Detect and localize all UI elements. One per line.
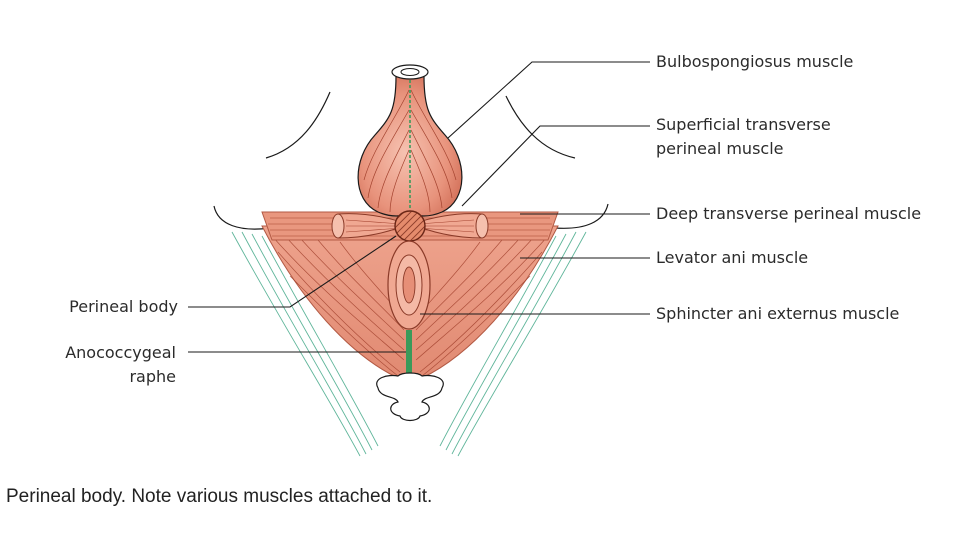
leader-superficial-transverse: [461, 125, 650, 207]
label-deep-transverse: Deep transverse perineal muscle: [656, 204, 922, 223]
leader-lines: [188, 61, 650, 353]
label-anococcygeal-line2: raphe: [129, 367, 176, 386]
label-superficial-transverse-line2: perineal muscle: [656, 139, 784, 158]
coccyx: [376, 372, 444, 422]
label-sphincter-ani: Sphincter ani externus muscle: [656, 304, 900, 323]
anococcygeal-raphe: [406, 330, 412, 376]
leader-perineal-body: [188, 235, 397, 308]
perineal-body: [394, 210, 426, 242]
bulbospongiosus-muscle: [357, 64, 463, 217]
leader-bulbospongiosus: [447, 61, 650, 139]
fascia-lines: [231, 231, 587, 457]
figure-caption: Perineal body. Note various muscles atta…: [6, 486, 433, 507]
skin-outline: [213, 91, 609, 230]
label-bulbospongiosus: Bulbospongiosus muscle: [656, 52, 854, 71]
label-levator-ani: Levator ani muscle: [656, 248, 809, 267]
label-superficial-transverse-line1: Superficial transverse: [656, 115, 831, 134]
sphincter-ani-externus-muscle: [387, 240, 431, 330]
label-anococcygeal-line1: Anococcygeal: [65, 343, 176, 362]
label-perineal-body: Perineal body: [69, 297, 178, 316]
superficial-transverse-perineal-muscle: [331, 213, 489, 239]
